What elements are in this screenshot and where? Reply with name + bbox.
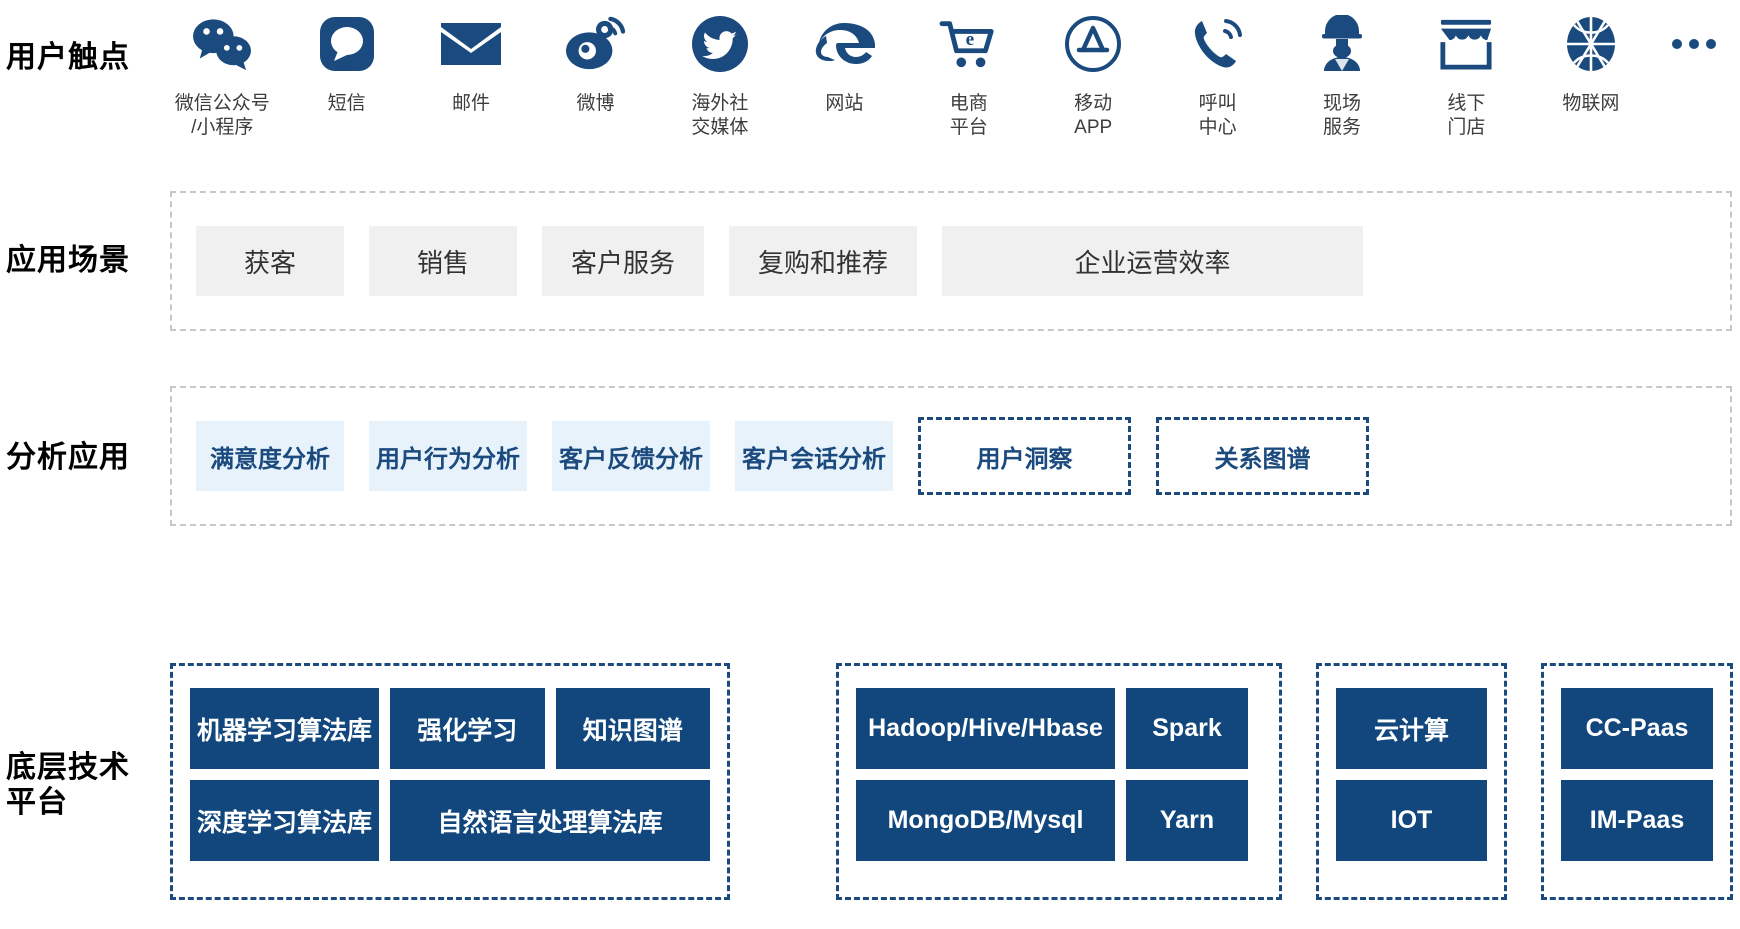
phone-icon: [1190, 8, 1246, 80]
analysis-list: 满意度分析用户行为分析客户反馈分析客户会话分析用户洞察关系图谱: [196, 388, 1706, 524]
analysis-band: 满意度分析用户行为分析客户反馈分析客户会话分析用户洞察关系图谱: [170, 386, 1732, 526]
scenarios-band: 获客销售客户服务复购和推荐企业运营效率: [170, 191, 1732, 331]
touchpoints-more[interactable]: [1653, 8, 1735, 80]
platform-tile[interactable]: 强化学习: [390, 688, 545, 769]
scenario-chip[interactable]: 客户服务: [542, 226, 704, 296]
analysis-chip[interactable]: 客户反馈分析: [552, 421, 710, 491]
scenarios-list: 获客销售客户服务复购和推荐企业运营效率: [196, 193, 1706, 329]
analysis-chip[interactable]: 用户行为分析: [369, 421, 527, 491]
cart-icon: e: [938, 8, 1000, 80]
weibo-icon: [564, 8, 626, 80]
platform-tile-row: IM-Paas: [1561, 780, 1713, 861]
browser-icon: [812, 8, 876, 80]
platform-tile[interactable]: Yarn: [1126, 780, 1248, 861]
platform-tile[interactable]: 自然语言处理算法库: [390, 780, 710, 861]
touchpoint-label: 网站: [825, 93, 864, 114]
touchpoint-item[interactable]: 微信公众号 /小程序: [160, 8, 284, 140]
twitter-icon: [691, 8, 749, 80]
platform-tile[interactable]: 云计算: [1336, 688, 1487, 769]
touchpoint-item[interactable]: 微博: [533, 8, 657, 116]
touchpoint-item[interactable]: 物联网: [1529, 8, 1653, 116]
touchpoint-item[interactable]: 呼叫 中心: [1155, 8, 1279, 140]
platform-group-ai-algorithms: 机器学习算法库强化学习知识图谱深度学习算法库自然语言处理算法库: [170, 663, 730, 900]
analysis-chip-outline[interactable]: 用户洞察: [918, 417, 1131, 495]
platform-tile-row: 云计算: [1336, 688, 1487, 769]
touchpoint-label: 微博: [576, 93, 615, 114]
platform-tile-row: CC-Paas: [1561, 688, 1713, 769]
touchpoint-label: 邮件: [452, 93, 491, 114]
scenario-chip[interactable]: 销售: [369, 226, 517, 296]
svg-text:e: e: [965, 29, 974, 50]
touchpoint-label: 呼叫 中心: [1198, 93, 1237, 138]
touchpoint-item[interactable]: 移动 APP: [1031, 8, 1155, 140]
platform-tile[interactable]: 机器学习算法库: [190, 688, 379, 769]
platform-tile-row: IOT: [1336, 780, 1487, 861]
platform-tile[interactable]: MongoDB/Mysql: [856, 780, 1115, 861]
touchpoint-label: 短信: [327, 93, 366, 114]
platform-tile[interactable]: Spark: [1126, 688, 1248, 769]
row-label-platform: 底层技术 平台: [6, 751, 130, 820]
row-label-analysis: 分析应用: [6, 441, 130, 474]
platform-tile-row: 机器学习算法库强化学习知识图谱: [190, 688, 710, 769]
sms-icon: [319, 8, 375, 80]
touchpoint-item[interactable]: 短信: [284, 8, 408, 116]
touchpoint-label: 物联网: [1562, 93, 1620, 114]
row-label-touchpoints: 用户触点: [6, 41, 130, 74]
scenario-chip[interactable]: 获客: [196, 226, 344, 296]
touchpoint-label: 移动 APP: [1074, 93, 1113, 138]
touchpoint-label: 电商 平台: [949, 93, 988, 138]
touchpoints-row: 微信公众号 /小程序 短信 邮件 微博 海外社 交媒体 网站 e 电商 平台 移动…: [160, 8, 1735, 158]
appstore-icon: [1064, 8, 1122, 80]
touchpoint-label: 微信公众号 /小程序: [174, 93, 270, 138]
platform-tile-row: 深度学习算法库自然语言处理算法库: [190, 780, 710, 861]
analysis-chip[interactable]: 客户会话分析: [735, 421, 893, 491]
platform-tile[interactable]: IM-Paas: [1561, 780, 1713, 861]
touchpoint-label: 海外社 交媒体: [691, 93, 749, 138]
wechat-icon: [191, 8, 253, 80]
worker-icon: [1315, 8, 1369, 80]
analysis-chip-outline[interactable]: 关系图谱: [1156, 417, 1369, 495]
touchpoint-item[interactable]: 海外社 交媒体: [658, 8, 782, 140]
touchpoint-item[interactable]: 线下 门店: [1404, 8, 1528, 140]
touchpoint-label: 线下 门店: [1447, 93, 1486, 138]
platform-group-cloud: 云计算 IOT: [1316, 663, 1507, 900]
touchpoint-item[interactable]: 网站: [782, 8, 906, 116]
platform-tile[interactable]: 深度学习算法库: [190, 780, 379, 861]
platform-tile[interactable]: 知识图谱: [555, 688, 710, 769]
platform-tile[interactable]: CC-Paas: [1561, 688, 1713, 769]
touchpoint-item[interactable]: 邮件: [409, 8, 533, 116]
scenario-chip[interactable]: 企业运营效率: [942, 226, 1363, 296]
iot-globe-icon: [1563, 8, 1619, 80]
ellipsis-icon: [1672, 8, 1717, 80]
email-icon: [439, 8, 503, 80]
scenario-chip[interactable]: 复购和推荐: [729, 226, 917, 296]
platform-tile[interactable]: Hadoop/Hive/Hbase: [856, 688, 1115, 769]
touchpoint-item[interactable]: 现场 服务: [1280, 8, 1404, 140]
touchpoint-label: 现场 服务: [1323, 93, 1362, 138]
row-label-scenarios: 应用场景: [6, 244, 130, 277]
analysis-chip[interactable]: 满意度分析: [196, 421, 344, 491]
platform-tile[interactable]: IOT: [1336, 780, 1487, 861]
touchpoint-item[interactable]: e 电商 平台: [907, 8, 1031, 140]
store-icon: [1435, 8, 1497, 80]
